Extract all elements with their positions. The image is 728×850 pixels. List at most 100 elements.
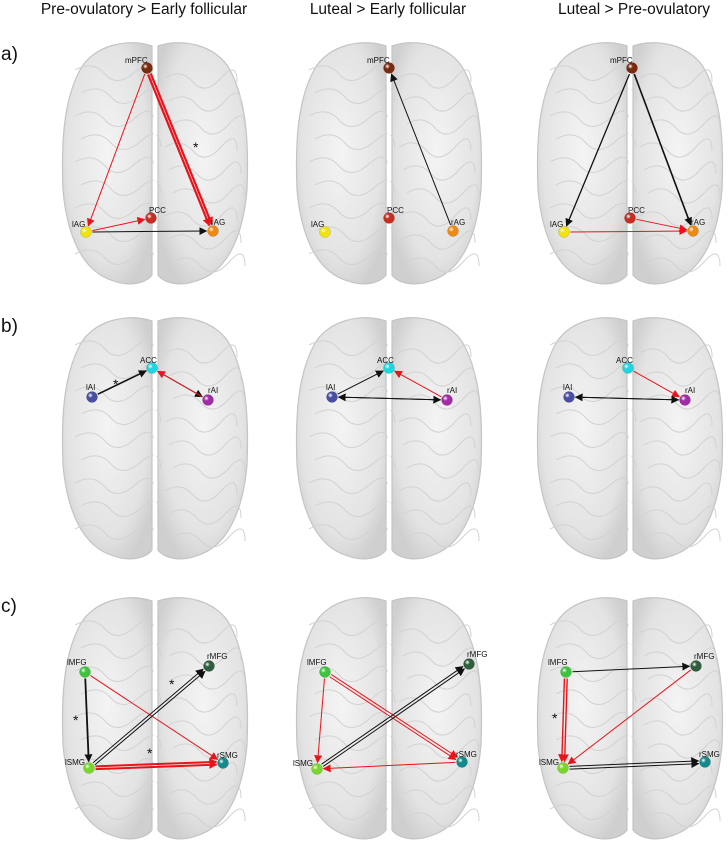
brain-right-hemisphere bbox=[157, 42, 249, 285]
edge-lMFG-to-rSMG bbox=[330, 673, 459, 758]
column-titles: Pre-ovulatory > Early follicular Luteal … bbox=[41, 1, 710, 18]
node-label-ACC: ACC bbox=[140, 356, 157, 365]
brain-right-hemisphere bbox=[632, 317, 724, 560]
node-label-mPFC: mPFC bbox=[125, 56, 148, 65]
node-PCC bbox=[383, 212, 395, 224]
node-mPFC bbox=[626, 62, 638, 74]
node-label-rAG: rAG bbox=[211, 218, 225, 227]
node-mPFC bbox=[141, 62, 153, 74]
node-lSMG bbox=[83, 762, 95, 774]
node-label-rAI: rAI bbox=[685, 386, 695, 395]
node-label-rAG: rAG bbox=[691, 218, 705, 227]
node-mPFC bbox=[383, 62, 395, 74]
node-lMFG bbox=[560, 666, 572, 678]
node-label-rAI: rAI bbox=[208, 386, 218, 395]
node-rAG bbox=[687, 225, 699, 237]
brain-right-hemisphere bbox=[157, 317, 249, 560]
edges: *** bbox=[73, 668, 219, 771]
node-ACC bbox=[383, 362, 395, 374]
edge-mPFC-to-lAG bbox=[87, 73, 146, 227]
node-lAG bbox=[80, 226, 92, 238]
edges bbox=[337, 370, 442, 404]
panel-a-3: mPFC PCC lAG rAG bbox=[536, 42, 724, 285]
brain-left-hemisphere bbox=[295, 597, 387, 840]
brain-left-hemisphere bbox=[295, 317, 387, 560]
nodes: ACC lAI rAI bbox=[563, 356, 695, 406]
node-label-lAG: lAG bbox=[311, 220, 324, 229]
node-label-rSMG: rSMG bbox=[699, 750, 720, 759]
panel-b-1: * ACC lAI rAI bbox=[61, 317, 249, 560]
node-label-rAI: rAI bbox=[447, 386, 457, 395]
nodes: mPFC PCC lAG rAG bbox=[72, 56, 225, 238]
row-label-c: c) bbox=[1, 596, 17, 617]
brain-right-hemisphere bbox=[632, 597, 724, 840]
node-label-PCC: PCC bbox=[149, 206, 166, 215]
node-label-PCC: PCC bbox=[387, 206, 404, 215]
panel-a-1: * mPFC PCC lAG rAG bbox=[61, 42, 249, 285]
node-rMFG bbox=[203, 660, 215, 672]
node-rSMG bbox=[456, 756, 468, 768]
node-rAI bbox=[202, 394, 214, 406]
edge-rAI-to-ACC bbox=[156, 370, 203, 398]
edge-rSMG-to-lSMG bbox=[322, 761, 456, 773]
brain-right-hemisphere bbox=[391, 42, 483, 285]
edge-rAI-to-lAI bbox=[574, 393, 679, 402]
brain-gyri bbox=[549, 64, 721, 273]
edge-lAI-to-ACC bbox=[337, 370, 384, 395]
node-label-lSMG: lSMG bbox=[65, 758, 85, 767]
node-label-mPFC: mPFC bbox=[610, 56, 633, 65]
edge-lAG-to-rAG bbox=[570, 227, 688, 236]
node-ACC bbox=[146, 362, 158, 374]
edge-PCC-to-rAG bbox=[636, 218, 688, 233]
edge-lMFG-to-lSMG bbox=[314, 678, 325, 764]
node-lMFG bbox=[319, 666, 331, 678]
node-ACC bbox=[622, 362, 634, 374]
node-lAI bbox=[326, 391, 338, 403]
node-label-lAG: lAG bbox=[550, 220, 563, 229]
edge-lMFG-to-lSMG bbox=[560, 678, 569, 763]
node-label-lSMG: lSMG bbox=[293, 759, 313, 768]
node-label-lAI: lAI bbox=[326, 383, 335, 392]
edge-rAG-to-mPFC bbox=[390, 73, 452, 226]
brain-left-hemisphere bbox=[295, 42, 387, 285]
node-lAG bbox=[319, 226, 331, 238]
edge-mPFC-to-rAG bbox=[149, 73, 213, 226]
significance-star: * bbox=[113, 376, 119, 392]
edge-lSMG-to-rMFG bbox=[322, 668, 466, 767]
brain-left-hemisphere bbox=[536, 317, 628, 560]
significance-star: * bbox=[73, 712, 79, 728]
node-label-ACC: ACC bbox=[616, 356, 633, 365]
node-lAI bbox=[563, 391, 575, 403]
edge-mPFC-to-lAG bbox=[565, 73, 631, 227]
edge-lAI-to-ACC bbox=[97, 370, 147, 395]
edge-rMFG-to-lSMG bbox=[567, 669, 692, 765]
nodes: ACC lAI rAI bbox=[86, 356, 218, 406]
node-label-mPFC: mPFC bbox=[367, 56, 390, 65]
brain-gyri bbox=[74, 339, 246, 548]
edge-lSMG-to-rSMG bbox=[95, 758, 218, 768]
edge-rAI-to-lAI bbox=[337, 393, 441, 402]
node-label-lAI: lAI bbox=[86, 383, 95, 392]
edge-lMFG-to-rSMG bbox=[90, 675, 219, 760]
edges: * bbox=[87, 73, 213, 236]
node-rSMG bbox=[217, 757, 229, 769]
significance-star: * bbox=[169, 676, 175, 692]
panel-b-3: ACC lAI rAI bbox=[536, 317, 724, 560]
node-label-lAG: lAG bbox=[72, 220, 85, 229]
node-label-rMFG: rMFG bbox=[207, 652, 227, 661]
node-label-PCC: PCC bbox=[628, 206, 645, 215]
brain-right-hemisphere bbox=[391, 597, 483, 840]
node-label-lMFG: lMFG bbox=[307, 658, 327, 667]
node-label-lAI: lAI bbox=[563, 383, 572, 392]
node-lSMG bbox=[311, 763, 323, 775]
brain-left-hemisphere bbox=[61, 317, 153, 560]
column-title-3: Luteal > Pre-ovulatory bbox=[558, 1, 710, 18]
edges: * bbox=[552, 662, 700, 770]
edge-lMFG-to-lSMG bbox=[558, 678, 567, 763]
